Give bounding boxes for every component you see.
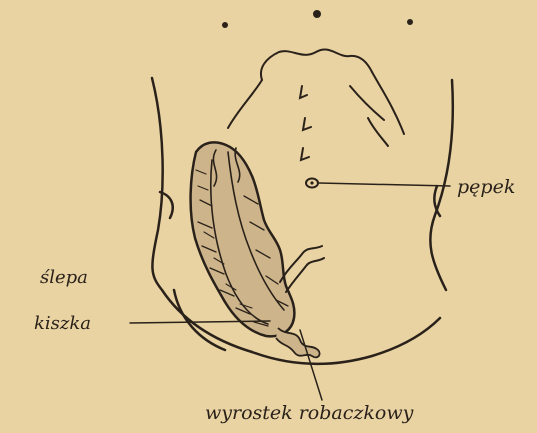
reference-dots	[222, 10, 413, 28]
rib-cage-outline	[228, 50, 404, 146]
appendix-label: wyrostek robaczkowy	[205, 402, 414, 424]
navel-mark	[306, 179, 318, 188]
leader-lines	[130, 183, 450, 400]
cecum-label-line1: ślepa	[40, 267, 88, 288]
cecum-label-line2: kiszka	[34, 313, 91, 334]
colon-drawing	[191, 142, 295, 336]
navel-label: pępek	[457, 176, 515, 198]
midline-ticks	[300, 86, 311, 160]
navel-leader	[319, 183, 450, 186]
appendix-shape	[276, 328, 320, 357]
